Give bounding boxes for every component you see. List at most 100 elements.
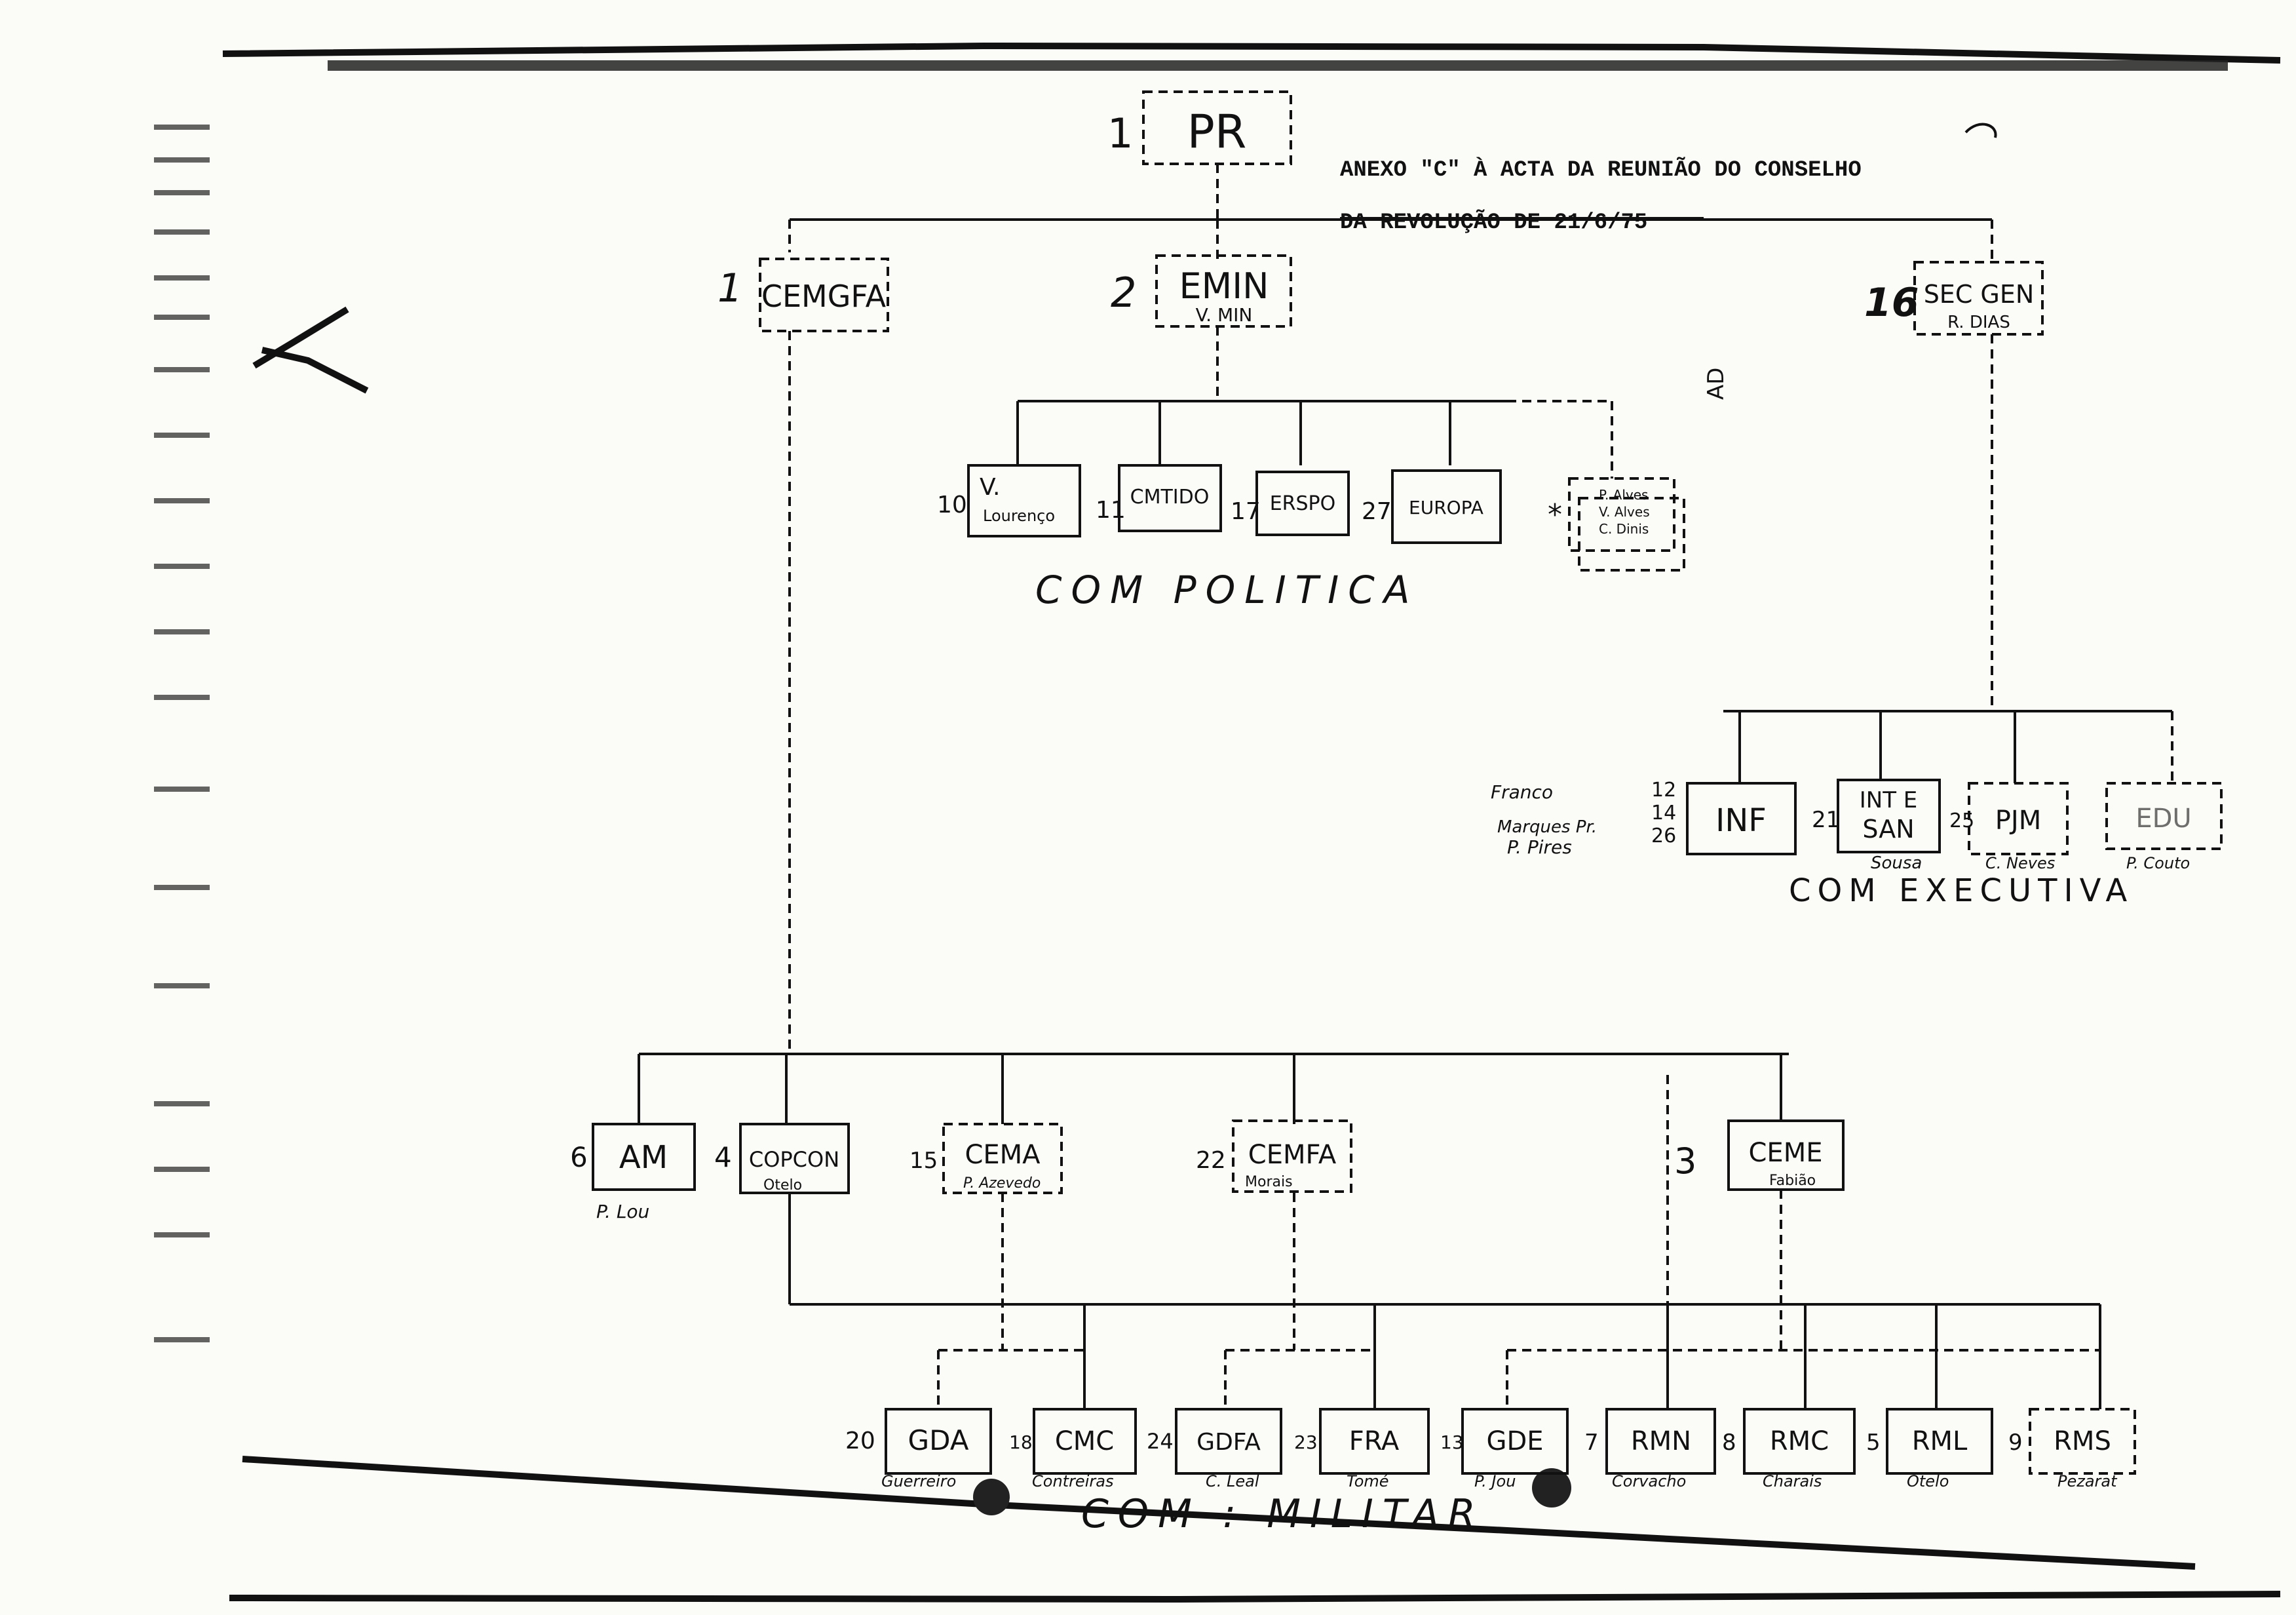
node-sub-label: Morais xyxy=(1245,1174,1293,1190)
node-box xyxy=(1968,782,2069,855)
node-label: EMIN xyxy=(1179,265,1269,307)
node-label: V. xyxy=(980,474,1000,501)
node-number: 11 xyxy=(1096,497,1126,524)
node-number: 26 xyxy=(1651,825,1676,847)
com-politica-label: COM POLITICA xyxy=(1035,568,1419,612)
node-label: ERSPO xyxy=(1270,492,1336,515)
node-label: RML xyxy=(1912,1426,1968,1456)
side-mark: AD xyxy=(1703,368,1729,400)
handwritten-initial xyxy=(252,306,369,394)
node-am: 6 AM P. Lou xyxy=(570,1123,696,1222)
top-scan-edge xyxy=(222,42,2281,64)
node-label: SAN xyxy=(1862,815,1914,844)
node-label: CEME xyxy=(1749,1138,1823,1168)
node-number: 1 xyxy=(718,265,742,311)
node-rml: 5 RML Otelo xyxy=(1866,1408,1993,1490)
node-sub-label: V. MIN xyxy=(1196,304,1253,326)
node-box-shadow xyxy=(1578,497,1685,572)
node-box xyxy=(885,1408,992,1475)
node-europa: 27 EUROPA xyxy=(1362,469,1502,544)
node-box xyxy=(2029,1408,2136,1475)
node-box xyxy=(1118,464,1222,532)
node-number: 4 xyxy=(714,1141,732,1173)
node-number: 12 xyxy=(1651,779,1676,802)
node-number: 27 xyxy=(1362,498,1392,525)
node-number: 13 xyxy=(1440,1431,1464,1453)
node-label: SEC GEN xyxy=(1924,280,2035,309)
node-number: 23 xyxy=(1294,1431,1318,1453)
node-box xyxy=(1391,469,1502,544)
node-dashed-list: * P. Alves V. Alves C. Dinis xyxy=(1548,477,1685,572)
node-edu: EDU P. Couto xyxy=(2105,782,2223,872)
node-sub-label: Lourenço xyxy=(983,507,1055,525)
ink-blot xyxy=(973,1479,1010,1515)
node-label: CMC xyxy=(1055,1426,1114,1456)
node-side-name: Franco xyxy=(1491,781,1553,803)
node-label: GDE xyxy=(1486,1426,1543,1456)
node-box xyxy=(1686,782,1797,855)
node-cema: 15 CEMA P. Azevedo xyxy=(909,1123,1063,1194)
top-scan-band xyxy=(328,60,2228,71)
header-line-2: DA REVOLUÇÃO DE 21/6/75 xyxy=(1340,210,1647,235)
node-label: GDFA xyxy=(1196,1429,1261,1456)
node-label: PR xyxy=(1187,105,1247,159)
node-sub-label: P. Azevedo xyxy=(963,1175,1041,1192)
node-sub-label: Guerreiro xyxy=(881,1472,956,1490)
node-pjm: 25 PJM C. Neves xyxy=(1949,782,2069,872)
node-number: 10 xyxy=(937,492,967,518)
node-label: RMS xyxy=(2054,1426,2111,1456)
node-number: 2 xyxy=(1111,269,1136,317)
node-label: CEMFA xyxy=(1248,1140,1337,1170)
node-number: 8 xyxy=(1722,1430,1736,1456)
node-label: PJM xyxy=(1995,806,2041,836)
node-box xyxy=(1175,1408,1282,1475)
node-side-name: P. Pires xyxy=(1507,836,1572,858)
node-number: 16 xyxy=(1864,280,1919,326)
node-sub-label: P. Couto xyxy=(2126,854,2190,872)
node-box xyxy=(1155,254,1292,328)
node-box xyxy=(942,1123,1063,1194)
node-box xyxy=(1255,471,1350,536)
node-label: INT E xyxy=(1860,787,1918,813)
node-box xyxy=(1232,1119,1352,1193)
node-label: CEMA xyxy=(965,1140,1041,1170)
node-ceme: 3 CEME Fabião xyxy=(1674,1119,1845,1191)
node-number: 5 xyxy=(1866,1430,1881,1456)
node-label: CMTIDO xyxy=(1130,486,1210,509)
node-gde: 13 GDE P. Jou xyxy=(1440,1408,1569,1490)
bottom-diagonal-edge xyxy=(242,1456,2196,1570)
node-sub-label: Otelo xyxy=(1907,1472,1949,1490)
node-sub-label: Tomé xyxy=(1347,1472,1389,1490)
node-copcon: 4 COPCON Otelo xyxy=(714,1123,850,1194)
node-sub-label: C. Leal xyxy=(1206,1472,1259,1490)
node-label: AM xyxy=(619,1139,668,1176)
node-secgen: 16 SEC GEN R. DIAS xyxy=(1864,261,2044,336)
node-box xyxy=(739,1123,850,1194)
com-militar-label: COM : MILITAR xyxy=(1081,1491,1485,1537)
node-rms: 9 RMS Pezarat xyxy=(2008,1408,2136,1490)
node-sub-label: Sousa xyxy=(1871,853,1922,873)
node-side-name: Marques Pr. xyxy=(1497,817,1597,837)
scan-artifacts xyxy=(222,42,2281,1603)
corner-mark xyxy=(1964,123,1997,138)
node-number: 20 xyxy=(845,1428,875,1454)
node-fra: 23 FRA Tomé xyxy=(1294,1408,1430,1490)
node-box xyxy=(967,464,1081,537)
node-label: EUROPA xyxy=(1409,497,1483,518)
node-label: RMN xyxy=(1631,1426,1691,1456)
node-number: 15 xyxy=(909,1148,938,1174)
node-sub-label: Otelo xyxy=(763,1177,802,1194)
node-number: 24 xyxy=(1147,1429,1174,1454)
node-box xyxy=(1319,1408,1430,1475)
node-int-san: 21 INT E SAN Sousa xyxy=(1812,779,1941,873)
list-line: P. Alves xyxy=(1599,487,1648,503)
node-box xyxy=(759,258,889,332)
node-pr: 1 PR xyxy=(1107,90,1292,165)
node-inf: Franco Marques Pr. P. Pires 12 14 26 INF xyxy=(1491,779,1797,858)
node-label: CEMGFA xyxy=(761,279,887,314)
node-emin: 2 EMIN V. MIN xyxy=(1111,254,1292,328)
node-number: 18 xyxy=(1009,1431,1033,1453)
node-sub-label: Corvacho xyxy=(1612,1472,1686,1490)
node-sub-label: P. Jou xyxy=(1474,1472,1516,1490)
node-cmtido: 11 CMTIDO xyxy=(1096,464,1222,532)
